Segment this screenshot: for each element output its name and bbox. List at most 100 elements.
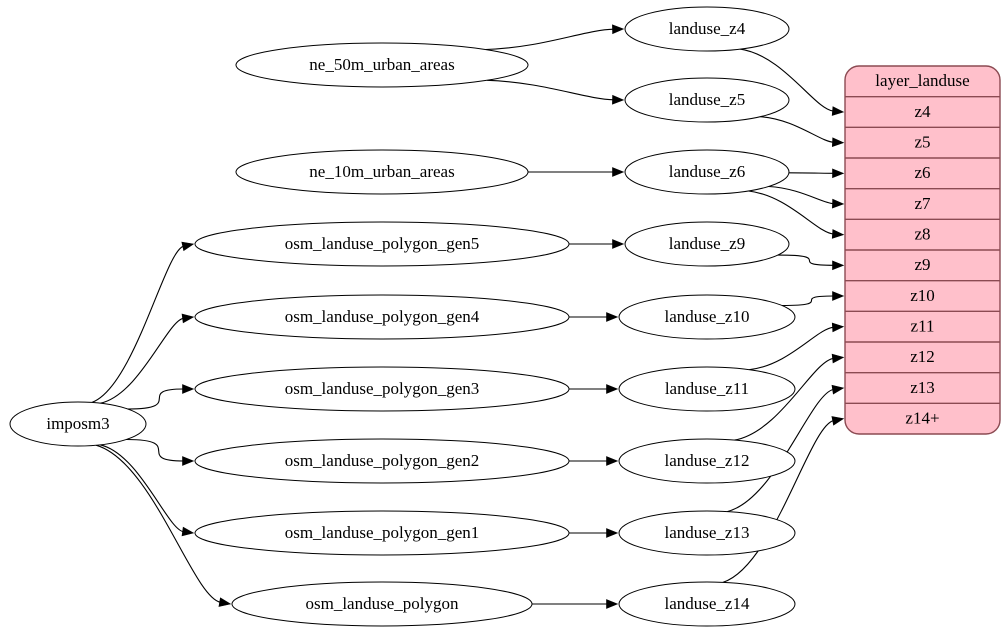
edge-arrowhead [831,137,845,148]
edge-line [749,326,834,371]
table-row-hitbox[interactable] [845,189,1000,220]
table-row-hitbox[interactable] [845,97,1000,128]
node-shape-landuse_z12[interactable] [618,438,796,484]
edge-imposm3-to-osm_landuse_polygon_gen2 [126,438,195,466]
edge-landuse_z5-to-layer_landuse-z5 [760,116,845,148]
table-row-hitbox[interactable] [845,250,1000,281]
node-osm_landuse_polygon_gen3[interactable]: osm_landuse_polygon_gen3 [194,366,570,412]
edge-line [734,357,834,441]
edge-arrowhead [181,313,195,324]
node-osm_landuse_polygon[interactable]: osm_landuse_polygon [231,581,533,627]
edge-arrowhead [606,456,619,466]
node-landuse_z14[interactable]: landuse_z14 [618,581,796,627]
table-row[interactable]: z4 [845,97,1000,128]
node-shape-landuse_z14[interactable] [618,581,796,627]
table-row[interactable]: z11 [845,311,1000,342]
edge-landuse_z6-to-layer_landuse-z7 [768,185,845,209]
edge-line [722,420,834,583]
node-landuse_z11[interactable]: landuse_z11 [618,366,796,412]
edge-line [127,388,184,410]
edge-landuse_z9-to-layer_landuse-z9 [777,254,845,271]
node-shape-osm_landuse_polygon_gen5[interactable] [194,221,570,267]
table-row-hitbox[interactable] [845,127,1000,158]
node-osm_landuse_polygon_gen4[interactable]: osm_landuse_polygon_gen4 [194,294,570,340]
node-landuse_z13[interactable]: landuse_z13 [618,510,796,556]
node-landuse_z6[interactable]: landuse_z6 [624,149,790,195]
node-shape-landuse_z5[interactable] [624,77,790,123]
edge-line [487,79,614,101]
table-row[interactable]: z5 [845,127,1000,158]
edge-line [99,444,184,533]
table-row-hitbox[interactable] [845,158,1000,189]
table-row[interactable]: z9 [845,250,1000,281]
table-row-hitbox[interactable] [845,219,1000,250]
table-row-hitbox[interactable] [845,342,1000,373]
table-row[interactable]: z12 [845,342,1000,373]
edge-line [781,295,834,307]
edge-imposm3-to-osm_landuse_polygon_gen5 [91,241,195,404]
edge-line [727,388,834,513]
table-row-hitbox[interactable] [845,403,1000,434]
edge-arrowhead [606,528,619,538]
node-shape-osm_landuse_polygon_gen4[interactable] [194,294,570,340]
node-shape-ne_10m_urban_areas[interactable] [235,149,529,195]
edge-line [100,317,184,404]
node-landuse_z9[interactable]: landuse_z9 [624,221,790,267]
node-osm_landuse_polygon_gen5[interactable]: osm_landuse_polygon_gen5 [194,221,570,267]
node-ne_50m_urban_areas[interactable]: ne_50m_urban_areas [235,42,529,88]
edge-landuse_z10-to-layer_landuse-z10 [781,291,845,307]
edge-imposm3-to-osm_landuse_polygon_gen4 [100,313,195,404]
table-row-hitbox[interactable] [845,311,1000,342]
table-row[interactable]: z14+ [845,403,1000,434]
edge-arrowhead [831,322,845,333]
edge-line [740,48,834,112]
edge-landuse_z12-to-layer_landuse-z12 [734,353,845,441]
node-shape-ne_50m_urban_areas[interactable] [235,42,529,88]
edge-line [788,172,834,174]
edge-line [777,254,834,266]
layer-landuse-table[interactable]: layer_landusez4z5z6z7z8z9z10z11z12z13z14… [844,65,1001,435]
node-osm_landuse_polygon_gen2[interactable]: osm_landuse_polygon_gen2 [194,438,570,484]
node-shape-landuse_z4[interactable] [624,6,790,52]
node-landuse_z12[interactable]: landuse_z12 [618,438,796,484]
table-row[interactable]: z10 [845,281,1000,312]
node-shape-osm_landuse_polygon_gen1[interactable] [194,510,570,556]
table-row[interactable]: z7 [845,189,1000,220]
edge-line [748,190,834,235]
edge-arrowhead [181,241,195,252]
node-shape-osm_landuse_polygon_gen3[interactable] [194,366,570,412]
edge-arrowhead [182,456,195,466]
node-shape-osm_landuse_polygon_gen2[interactable] [194,438,570,484]
table-row[interactable]: z13 [845,373,1000,404]
edge-arrowhead [606,599,619,609]
table-row-hitbox[interactable] [845,281,1000,312]
node-shape-imposm3[interactable] [9,401,147,447]
node-shape-landuse_z9[interactable] [624,221,790,267]
table-row-hitbox[interactable] [845,373,1000,404]
edge-line [768,185,834,205]
node-shape-landuse_z6[interactable] [624,149,790,195]
table-row[interactable]: z8 [845,219,1000,250]
node-landuse_z10[interactable]: landuse_z10 [618,294,796,340]
edge-arrowhead [831,353,845,364]
node-landuse_z4[interactable]: landuse_z4 [624,6,790,52]
edge-imposm3-to-osm_landuse_polygon_gen1 [99,444,195,537]
edge-osm_landuse_polygon-to-landuse_z14 [532,599,619,609]
node-shape-landuse_z11[interactable] [618,366,796,412]
edge-osm_landuse_polygon_gen2-to-landuse_z12 [569,456,619,466]
edge-arrowhead [606,312,619,322]
node-shape-landuse_z13[interactable] [618,510,796,556]
edge-osm_landuse_polygon_gen1-to-landuse_z13 [569,528,619,538]
edge-ne_10m_urban_areas-to-landuse_z6 [527,167,625,177]
node-shape-osm_landuse_polygon[interactable] [231,581,533,627]
node-imposm3[interactable]: imposm3 [9,401,147,447]
edge-arrowhead [182,384,195,394]
node-ne_10m_urban_areas[interactable]: ne_10m_urban_areas [235,149,529,195]
node-osm_landuse_polygon_gen1[interactable]: osm_landuse_polygon_gen1 [194,510,570,556]
node-landuse_z5[interactable]: landuse_z5 [624,77,790,123]
nodes-layer: imposm3 ne_50m_urban_areas ne_10m_urban_ar… [9,6,796,627]
edge-arrowhead [612,167,625,177]
node-shape-landuse_z10[interactable] [618,294,796,340]
table-row[interactable]: z6 [845,158,1000,189]
edge-landuse_z6-to-layer_landuse-z8 [748,190,845,239]
